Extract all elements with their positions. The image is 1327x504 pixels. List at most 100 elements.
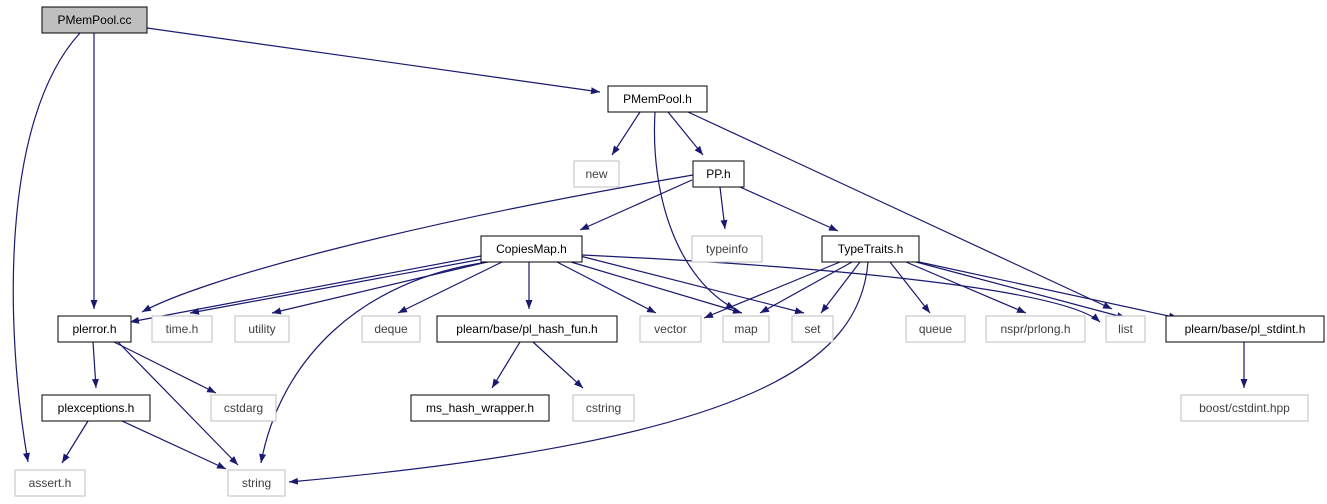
node-label: TypeTraits.h — [838, 242, 904, 256]
node-nspr-prlong-h: nspr/prlong.h — [985, 315, 1086, 343]
node-box — [57, 315, 132, 343]
node-box — [436, 315, 618, 343]
node-box — [41, 394, 151, 422]
dependency-edge — [667, 111, 704, 156]
dependency-edge — [189, 258, 484, 315]
node-box — [607, 85, 708, 113]
node-typetraits-h[interactable]: TypeTraits.h — [821, 235, 920, 263]
node-label: ms_hash_wrapper.h — [426, 401, 534, 415]
node-label: utility — [248, 322, 275, 336]
node-pp-h[interactable]: PP.h — [692, 160, 745, 188]
node-box — [985, 315, 1086, 343]
node-box — [1180, 394, 1309, 422]
dependency-edge — [117, 341, 239, 466]
node-pmempool-h[interactable]: PMemPool.h — [607, 85, 708, 113]
node-label: cstring — [586, 401, 621, 415]
node-label: typeinfo — [706, 242, 748, 256]
dependency-edge — [271, 261, 488, 315]
dependency-edge — [579, 255, 805, 315]
node-label: CopiesMap.h — [496, 242, 567, 256]
dependency-edge — [579, 179, 693, 231]
node-set: set — [791, 315, 834, 343]
node-typeinfo: typeinfo — [691, 235, 763, 263]
dependency-edge — [91, 341, 99, 389]
node-box — [227, 469, 286, 497]
node-box — [905, 315, 966, 343]
node-box — [821, 235, 920, 263]
node-pl-stdint-h[interactable]: plearn/base/pl_stdint.h — [1165, 315, 1325, 343]
node-box — [691, 235, 763, 263]
node-box — [722, 315, 770, 343]
node-label: nspr/prlong.h — [1000, 322, 1070, 336]
dependency-edge — [905, 261, 1027, 314]
node-label: plexceptions.h — [58, 401, 135, 415]
dependency-edge — [739, 186, 839, 232]
dependency-edge — [703, 261, 841, 319]
dependency-edge — [141, 174, 694, 313]
node-ms-hash-wrapper-h[interactable]: ms_hash_wrapper.h — [410, 394, 550, 422]
dependency-edge — [491, 341, 521, 389]
node-box — [572, 394, 635, 422]
node-label: deque — [374, 322, 408, 336]
node-box — [692, 160, 745, 188]
node-pl-hash-fun-h[interactable]: plearn/base/pl_hash_fun.h — [436, 315, 618, 343]
dependency-edge — [915, 261, 1127, 320]
dependency-edges — [12, 27, 1248, 485]
dependency-edge — [397, 261, 503, 314]
node-utility: utility — [234, 315, 290, 343]
dependency-edge — [259, 261, 489, 464]
node-box — [151, 315, 213, 343]
dependency-edge — [532, 341, 584, 389]
node-cstring: cstring — [572, 394, 635, 422]
node-box — [1105, 315, 1146, 343]
node-label: map — [734, 322, 758, 336]
node-box — [1165, 315, 1325, 343]
node-label: queue — [919, 322, 953, 336]
node-box — [361, 315, 421, 343]
node-label: plearn/base/pl_stdint.h — [1185, 322, 1306, 336]
dependency-edge — [820, 261, 861, 314]
node-box — [480, 235, 583, 263]
node-box — [573, 160, 620, 188]
dependency-edge — [759, 261, 853, 314]
dependency-edge — [687, 111, 1113, 310]
node-label: PMemPool.h — [623, 92, 692, 106]
dependency-edge — [121, 420, 227, 470]
node-deque: deque — [361, 315, 421, 343]
node-plexceptions-h[interactable]: plexceptions.h — [41, 394, 151, 422]
node-label: new — [585, 167, 607, 181]
dependency-edge — [61, 420, 89, 464]
dependency-edge — [889, 261, 931, 314]
dependency-edge — [12, 32, 81, 463]
node-box — [210, 394, 277, 422]
node-label: plerror.h — [72, 322, 116, 336]
dependency-edge — [611, 111, 641, 156]
node-label: vector — [654, 322, 687, 336]
node-string: string — [227, 469, 286, 497]
dependency-edge — [570, 261, 743, 314]
node-cstdarg: cstdarg — [210, 394, 277, 422]
node-box — [410, 394, 550, 422]
node-plerror-h[interactable]: plerror.h — [57, 315, 132, 343]
node-queue: queue — [905, 315, 966, 343]
node-label: list — [1118, 322, 1133, 336]
dependency-edge — [719, 186, 728, 230]
dependency-edge — [918, 261, 1179, 320]
node-label: boost/cstdint.hpp — [1199, 401, 1290, 415]
node-box — [14, 469, 86, 497]
node-label: PMemPool.cc — [57, 13, 131, 27]
node-time-h: time.h — [151, 315, 213, 343]
node-assert-h: assert.h — [14, 469, 86, 497]
node-label: time.h — [166, 322, 199, 336]
node-new: new — [573, 160, 620, 188]
dependency-edge — [113, 341, 217, 394]
node-label: cstdarg — [224, 401, 263, 415]
dependency-edge — [653, 111, 736, 310]
node-copiesmap-h[interactable]: CopiesMap.h — [480, 235, 583, 263]
node-pmempool-cc: PMemPool.cc — [41, 6, 148, 34]
node-box — [639, 315, 702, 343]
node-label: PP.h — [706, 167, 730, 181]
node-label: assert.h — [29, 476, 72, 490]
node-label: set — [804, 322, 821, 336]
node-box — [234, 315, 290, 343]
